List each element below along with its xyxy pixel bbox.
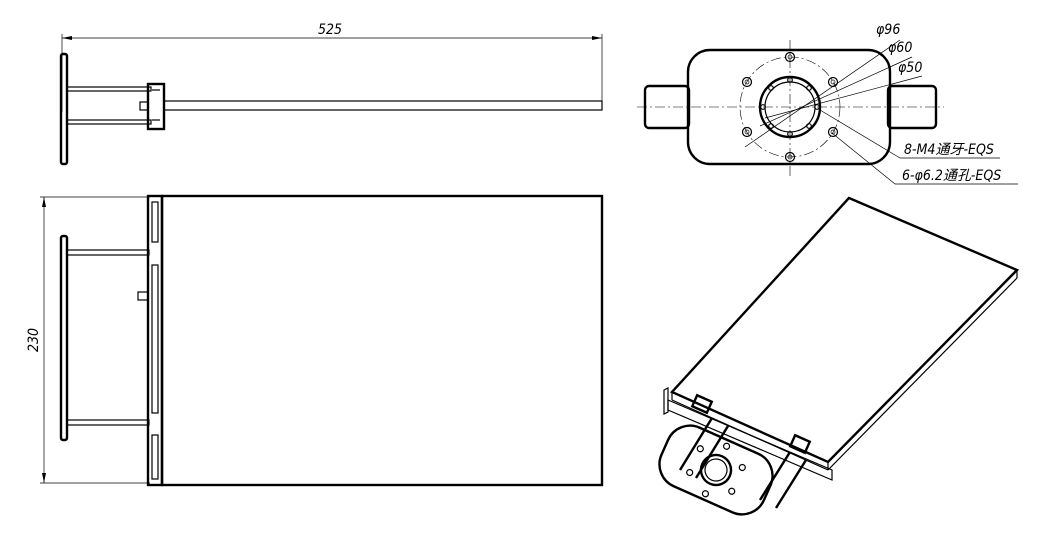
top-view: 230 [26,194,604,487]
dimension-length-label: 525 [318,22,342,38]
flange-view: φ96 φ60 φ50 8-M4通牙-EQS 6-φ6.2通孔-EQS [637,22,1018,185]
side-view: 525 [59,22,603,166]
dimension-width-label: 230 [26,328,42,352]
callout-diameter-96: φ96 [876,22,900,38]
callout-through-holes: 6-φ6.2通孔-EQS [902,168,1001,184]
callout-diameter-50: φ50 [898,60,922,76]
isometric-view [658,196,1020,516]
callout-thread-holes: 8-M4通牙-EQS [904,142,994,158]
callout-diameter-60: φ60 [888,40,912,56]
